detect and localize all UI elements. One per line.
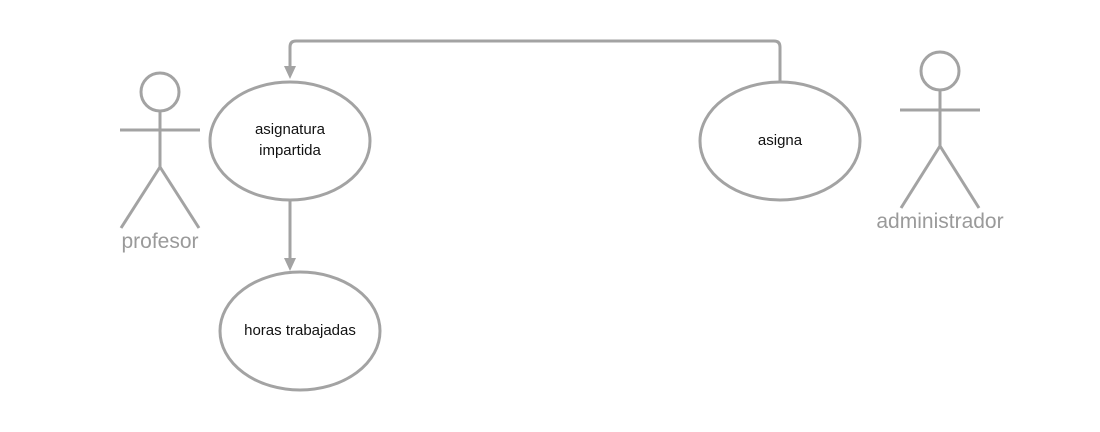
usecase-label-line: impartida: [259, 142, 321, 159]
connector-asignatura-to-horas: [284, 201, 296, 271]
actor-left-leg: [119, 166, 162, 229]
arrowhead: [284, 258, 296, 271]
usecase-horas-trabajadas[interactable]: horas trabajadas: [218, 270, 382, 392]
usecase-asigna[interactable]: asigna: [698, 80, 862, 202]
actor-right-leg: [158, 166, 201, 229]
usecase-label-line: horas trabajadas: [244, 322, 356, 339]
actor-left-leg: [899, 145, 942, 209]
actor-profesor[interactable]: profesor: [119, 71, 201, 253]
connector-asigna-to-asignatura: [284, 39, 782, 82]
actor-right-leg: [938, 145, 981, 209]
actor-label-administrador: administrador: [876, 210, 1003, 233]
actor-administrador[interactable]: administrador: [876, 50, 1004, 233]
actor-head: [919, 50, 961, 92]
usecase-ellipse: [698, 80, 862, 202]
usecase-label-line: asignatura: [255, 121, 326, 138]
usecase-label-line: asigna: [758, 132, 803, 149]
connector-line: [288, 39, 782, 82]
usecase-ellipse: [218, 270, 382, 392]
actor-head: [139, 71, 181, 113]
arrowhead: [284, 66, 296, 79]
actor-label-profesor: profesor: [121, 230, 198, 253]
usecase-asignatura-impartida[interactable]: asignatura impartida: [208, 80, 372, 202]
usecase-ellipse: [208, 80, 372, 202]
